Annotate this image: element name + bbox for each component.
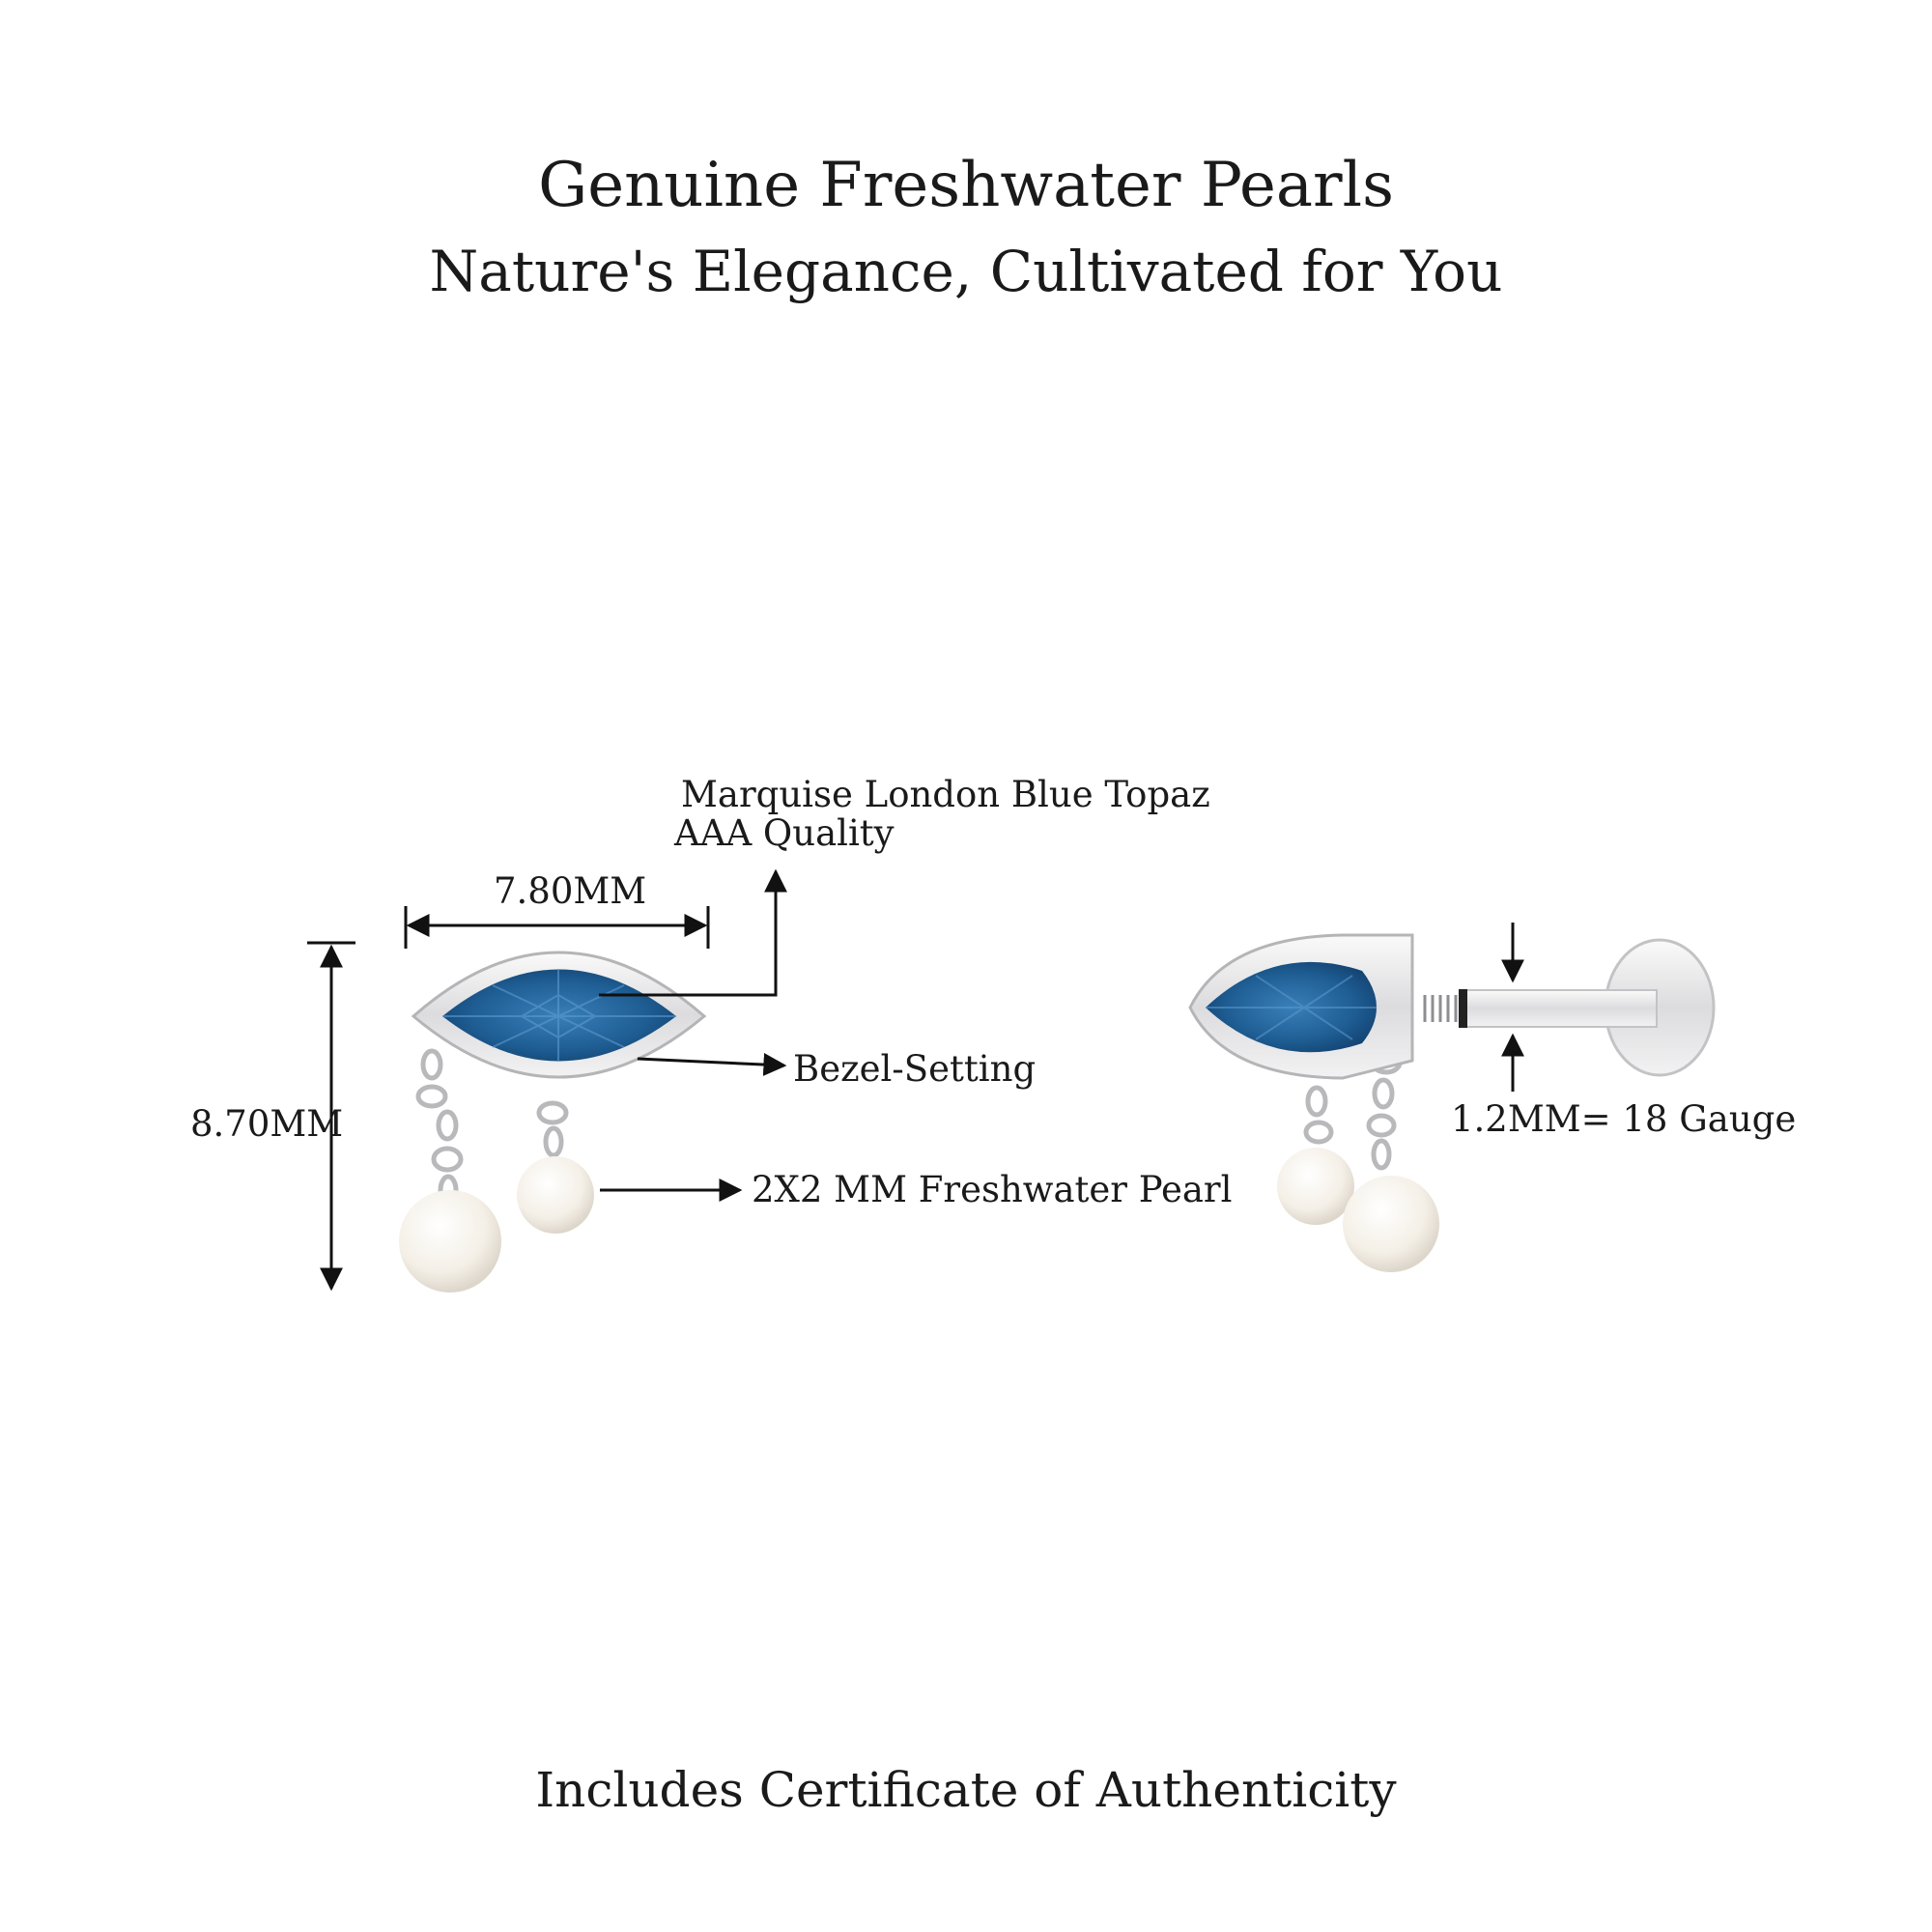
post [1463, 989, 1658, 1028]
width-dimension [404, 906, 710, 949]
subheadline: Nature's Elegance, Cultivated for You [429, 239, 1503, 304]
pearl-large [399, 1190, 501, 1293]
width-dimension-label: 7.80MM [494, 870, 647, 912]
gem-label-line1: Marquise London Blue Topaz [681, 774, 1210, 815]
bezel-leader [637, 1053, 787, 1076]
front-view-earring [399, 951, 707, 1293]
setting-label: Bezel-Setting [793, 1048, 1037, 1090]
side-pearl-large [1343, 1176, 1439, 1272]
chain-left [415, 1048, 464, 1207]
side-view-earring [1188, 933, 1716, 1272]
gem-leader [599, 868, 787, 997]
thread [1423, 995, 1458, 1022]
gauge-label: 1.2MM= 18 Gauge [1451, 1098, 1797, 1140]
gem-facets [442, 969, 676, 1062]
gem-label-line2: AAA Quality [674, 812, 895, 854]
chain-right [536, 1100, 569, 1158]
height-dimension [307, 941, 355, 1292]
pearl-small [517, 1156, 594, 1234]
side-pearl-small [1277, 1148, 1354, 1225]
certificate-note: Includes Certificate of Authenticity [535, 1762, 1397, 1818]
pearl-label: 2X2 MM Freshwater Pearl [752, 1169, 1233, 1210]
headline: Genuine Freshwater Pearls [538, 150, 1394, 221]
side-chain-left [1303, 1085, 1334, 1145]
height-dimension-label: 8.70MM [190, 1103, 344, 1145]
